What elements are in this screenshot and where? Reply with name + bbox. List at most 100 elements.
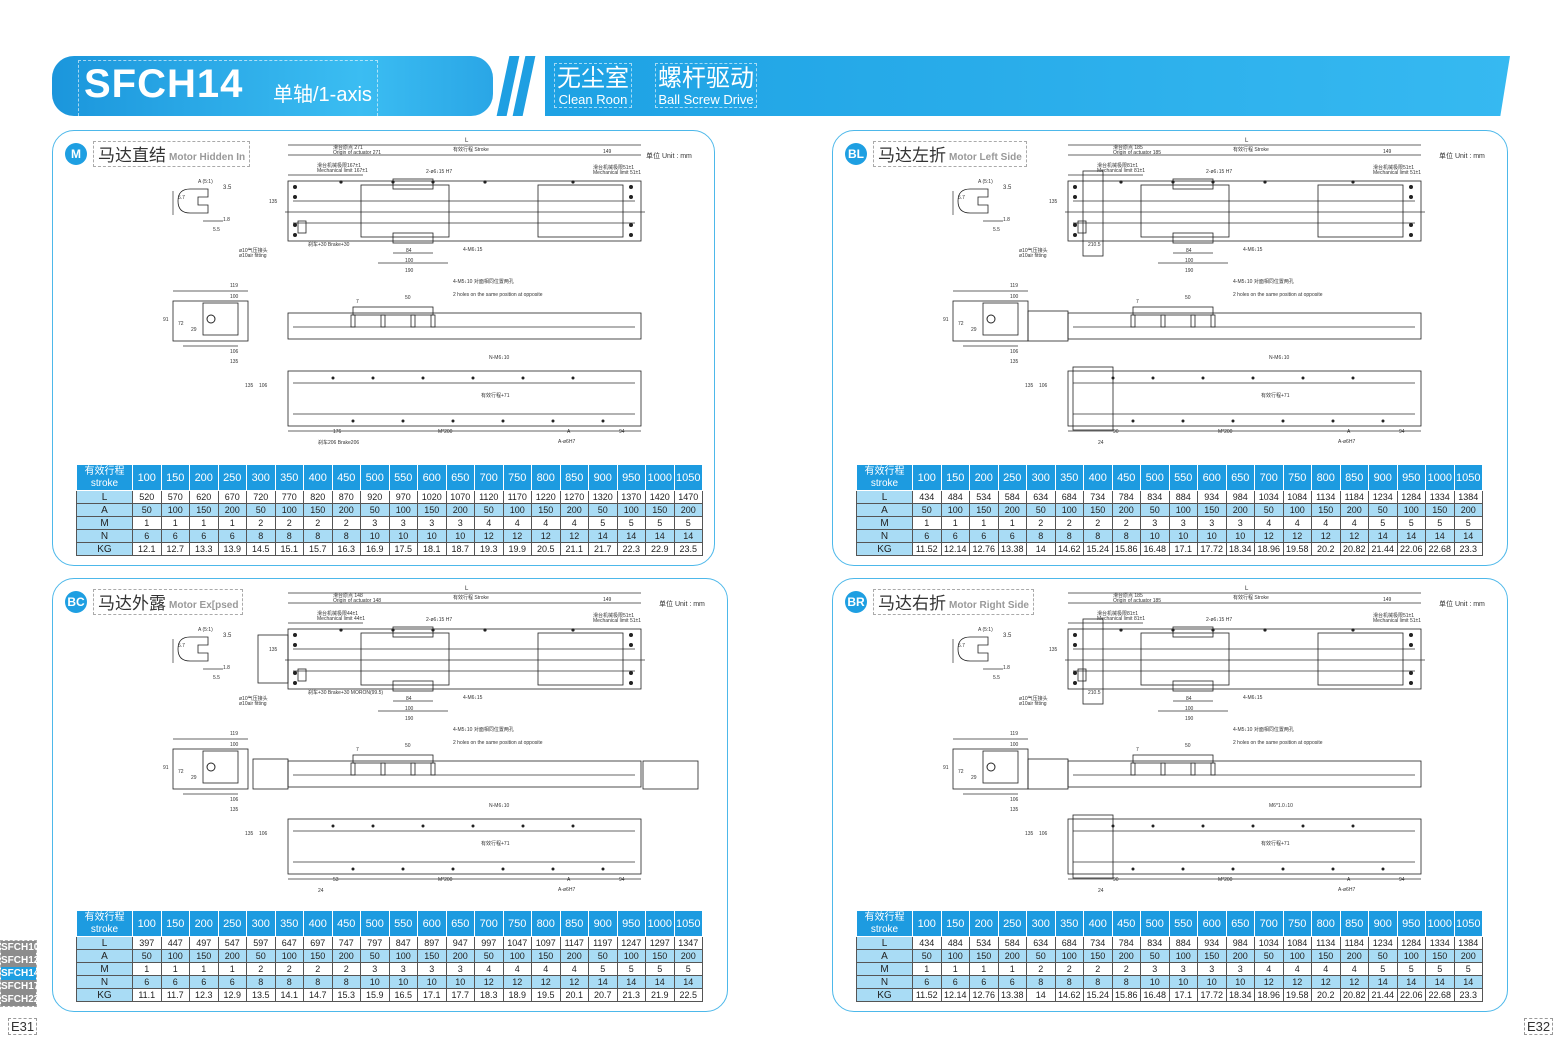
bolt-hole <box>629 223 633 227</box>
stroke-value: 450 <box>1111 464 1141 491</box>
table-cell: 20.2 <box>1311 542 1341 556</box>
table-cell: 6 <box>132 529 162 543</box>
table-cell: 697 <box>303 936 333 950</box>
table-cell: 4 <box>1282 962 1312 976</box>
table-cell: 12 <box>1339 975 1369 989</box>
dim-label-air: ø10气压接头 <box>1019 695 1048 702</box>
table-cell: 497 <box>189 936 219 950</box>
side-tab-sfch22[interactable]: SFCH22 <box>1 993 40 1006</box>
table-cell: 2 <box>303 516 333 530</box>
dim-label-d84: 84 <box>406 248 412 254</box>
table-cell: 897 <box>417 936 447 950</box>
slider-bottom-plate <box>392 680 434 692</box>
dim-label-d206: 24 <box>1098 888 1104 894</box>
table-cell: 5 <box>673 516 703 530</box>
table-cell: 684 <box>1054 490 1084 504</box>
table-cell: 8 <box>274 529 304 543</box>
dim-label-d135e: 135 <box>1010 359 1019 365</box>
table-cell: 10 <box>445 975 475 989</box>
side-tab-sfch12[interactable]: SFCH12 <box>1 954 40 967</box>
bolt-hole <box>1409 633 1413 637</box>
table-cell: 2 <box>1026 516 1056 530</box>
row-label: N <box>856 529 913 543</box>
table-cell: 150 <box>645 503 675 517</box>
bolt-hole <box>1409 223 1413 227</box>
dim-label-d176: 176 <box>333 429 342 435</box>
table-cell: 16.48 <box>1140 542 1170 556</box>
table-cell: 100 <box>502 949 532 963</box>
bolt-hole <box>601 867 605 871</box>
bolt-hole <box>1073 223 1077 227</box>
table-cell: 584 <box>997 936 1027 950</box>
table-cell: 13.5 <box>246 988 276 1002</box>
slider-bottom-plate <box>1172 680 1214 692</box>
dim-label-side_note_en: 2 holes on the same position at opposite <box>1233 740 1323 746</box>
unit-label: 单位 Unit : mm <box>1439 601 1485 608</box>
table-cell: 1184 <box>1339 490 1369 504</box>
table-cell: 3 <box>1197 516 1227 530</box>
table-cell: 1 <box>997 516 1027 530</box>
table-cell: 200 <box>217 503 247 517</box>
motor-bottom <box>1072 814 1114 879</box>
bolt-hole <box>1281 419 1285 423</box>
dim-label-d50: 50 <box>405 743 411 749</box>
slider-pin-plate <box>392 626 434 638</box>
table-cell: 17.72 <box>1197 542 1227 556</box>
table-cell: 200 <box>217 949 247 963</box>
table-cell: 200 <box>997 949 1027 963</box>
table-cell: 150 <box>1083 949 1113 963</box>
dim-label-air_en: ø10air fitting <box>239 253 267 259</box>
dim-label-mech_l_en: Mechanical limit 167±1 <box>317 168 368 174</box>
dim-label-stroke_l: 有效行程+71 <box>481 392 510 399</box>
dim-label-mech_r: 滑台机械极限51±1 <box>593 612 634 619</box>
dim-label-d106b: 106 <box>259 383 268 389</box>
stroke-value: 300 <box>246 910 276 937</box>
side-tab-sfch14[interactable]: SFCH14 <box>1 967 40 980</box>
table-cell: 1097 <box>531 936 561 950</box>
table-cell: 2 <box>274 516 304 530</box>
table-cell: 6 <box>940 529 970 543</box>
table-cell: 8 <box>1111 975 1141 989</box>
dim-label-air: ø10气压接头 <box>239 247 268 254</box>
stroke-value: 950 <box>1396 464 1426 491</box>
table-cell: 1184 <box>1339 936 1369 950</box>
table-cell: 14.62 <box>1054 988 1084 1002</box>
table-cell: 934 <box>1197 936 1227 950</box>
dim-label-side_note_en: 2 holes on the same position at opposite <box>1233 292 1323 298</box>
dim-label-d135b: 135 <box>245 383 254 389</box>
side-tab-sfch17[interactable]: SFCH17 <box>1 980 40 993</box>
dim-label-air: ø10气压接头 <box>239 695 268 702</box>
dim-label-L: L <box>1245 586 1249 592</box>
table-cell: 23.3 <box>1453 988 1483 1002</box>
table-cell: 50 <box>1026 949 1056 963</box>
end-block-top <box>537 184 624 238</box>
table-cell: 14.5 <box>246 542 276 556</box>
bolt-hole <box>1409 233 1413 237</box>
row-label: A <box>76 503 133 517</box>
bolt-hole <box>1263 628 1267 632</box>
table-cell: 200 <box>1225 503 1255 517</box>
actuator-bottom-view <box>1067 818 1422 875</box>
stroke-value: 600 <box>417 910 447 937</box>
table-cell: 2 <box>246 516 276 530</box>
table-cell: 12 <box>1311 975 1341 989</box>
bolt-hole <box>293 185 297 189</box>
bolt-hole <box>1231 867 1235 871</box>
dim-label-m6: 4-M6↓15 <box>1243 695 1263 701</box>
table-cell: 10 <box>1140 529 1170 543</box>
dim-label-d7: 7 <box>1136 299 1139 305</box>
side-tab-sfch10[interactable]: SFCH10 <box>1 941 40 954</box>
dim-label-d135h: 135 <box>1049 199 1058 205</box>
bolt-hole <box>371 376 375 380</box>
dim-label-m200: M*200 <box>438 877 453 883</box>
table-cell: 14 <box>1425 529 1455 543</box>
dim-label-mech_l_en: Mechanical limit 81±1 <box>1097 168 1145 174</box>
table-cell: 13.9 <box>217 542 247 556</box>
table-cell: 8 <box>1054 975 1084 989</box>
